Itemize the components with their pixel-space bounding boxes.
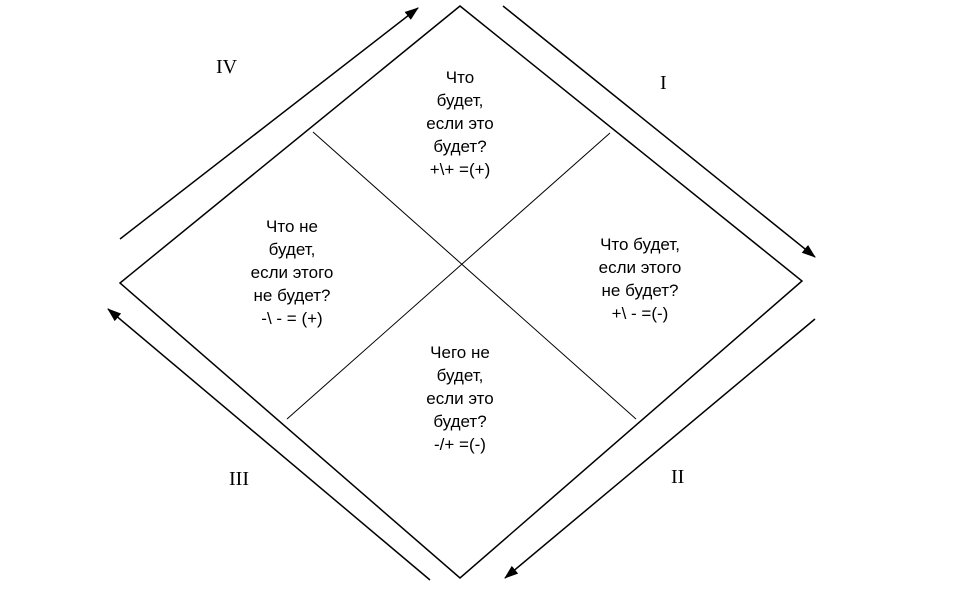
quadrant-top-line: будет, — [436, 91, 484, 110]
quadrant-right-line: если этого — [598, 258, 682, 277]
arrow-top-right — [502, 5, 816, 258]
outer-rhombus — [118, 5, 804, 579]
quadrant-right-line: не будет? — [601, 281, 679, 300]
quadrant-left-line: будет, — [268, 240, 316, 259]
quadrant-right-line: +\ - =(-) — [611, 304, 669, 323]
quadrant-bottom-line: будет? — [433, 412, 487, 431]
divider-line-ne-sw — [286, 132, 611, 420]
numeral-ii: II — [671, 466, 685, 488]
quadrant-top-line: будет? — [433, 137, 487, 156]
quadrant-top-text: Что будет, если это будет? +\+ =(+) — [390, 66, 530, 181]
numeral-iv: IV — [216, 56, 238, 78]
quadrant-right-line: Что будет, — [600, 235, 680, 254]
quadrant-left-text: Что не будет, если этого не будет? -\ - … — [222, 215, 362, 330]
arrow-bottom-right — [504, 318, 816, 579]
quadrant-left-line: не будет? — [253, 286, 331, 305]
quadrant-top-line: Что — [445, 68, 475, 87]
numeral-iii: III — [229, 468, 249, 490]
quadrant-bottom-text: Чего не будет, если это будет? -/+ =(-) — [390, 341, 530, 456]
quadrant-bottom-line: Чего не — [430, 343, 490, 362]
quadrant-bottom-line: -/+ =(-) — [434, 435, 486, 454]
quadrant-top-line: +\+ =(+) — [429, 160, 491, 179]
quadrant-right-text: Что будет, если этого не будет? +\ - =(-… — [565, 233, 715, 325]
quadrant-left-line: -\ - = (+) — [261, 309, 323, 328]
quadrant-left-line: Что не — [266, 217, 318, 236]
arrow-bottom-left — [107, 308, 431, 581]
divider-line-nw-se — [312, 131, 637, 420]
numeral-i: I — [660, 72, 667, 94]
quadrant-left-line: если этого — [250, 263, 334, 282]
arrow-top-left — [119, 7, 419, 240]
quadrant-bottom-line: если это — [426, 389, 494, 408]
quadrant-bottom-line: будет, — [436, 366, 484, 385]
quadrant-top-line: если это — [426, 114, 494, 133]
